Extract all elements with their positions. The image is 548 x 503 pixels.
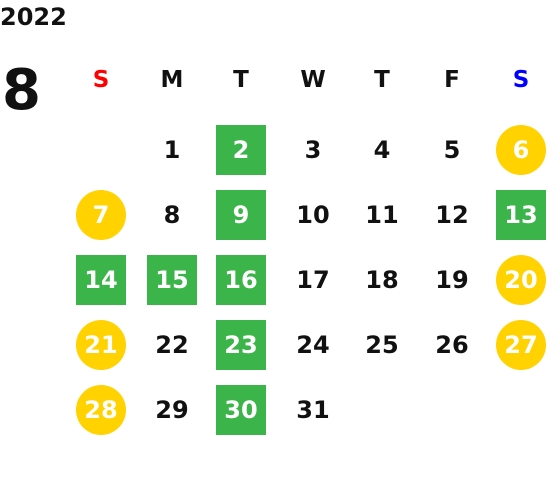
day-4[interactable]: 4 (373, 136, 391, 164)
day-5[interactable]: 5 (443, 136, 461, 164)
weekday-monday: M (160, 67, 184, 93)
day-22[interactable]: 22 (155, 331, 189, 359)
day-31[interactable]: 31 (296, 396, 330, 424)
day-28[interactable]: 28 (76, 385, 126, 435)
day-14[interactable]: 14 (76, 255, 126, 305)
day-27[interactable]: 27 (496, 320, 546, 370)
day-17[interactable]: 17 (296, 266, 330, 294)
day-8[interactable]: 8 (163, 201, 181, 229)
day-19[interactable]: 19 (435, 266, 469, 294)
day-3[interactable]: 3 (304, 136, 322, 164)
day-6[interactable]: 6 (496, 125, 546, 175)
day-10[interactable]: 10 (296, 201, 330, 229)
day-20[interactable]: 20 (496, 255, 546, 305)
weekday-header: S M T W T F S (0, 62, 548, 98)
weekday-sunday: S (92, 67, 110, 93)
day-18[interactable]: 18 (365, 266, 399, 294)
weekday-wednesday: W (300, 67, 326, 93)
weekday-friday: F (444, 67, 460, 93)
day-11[interactable]: 11 (365, 201, 399, 229)
year-label: 2022 (0, 3, 67, 31)
day-13[interactable]: 13 (496, 190, 546, 240)
day-9[interactable]: 9 (216, 190, 266, 240)
day-15[interactable]: 15 (147, 255, 197, 305)
day-25[interactable]: 25 (365, 331, 399, 359)
weekday-tuesday: T (233, 67, 249, 93)
day-7[interactable]: 7 (76, 190, 126, 240)
day-16[interactable]: 16 (216, 255, 266, 305)
day-26[interactable]: 26 (435, 331, 469, 359)
day-23[interactable]: 23 (216, 320, 266, 370)
day-30[interactable]: 30 (216, 385, 266, 435)
day-1[interactable]: 1 (163, 136, 181, 164)
month-number: 8 (2, 58, 41, 123)
day-21[interactable]: 21 (76, 320, 126, 370)
day-2[interactable]: 2 (216, 125, 266, 175)
day-29[interactable]: 29 (155, 396, 189, 424)
weekday-thursday: T (374, 67, 390, 93)
day-24[interactable]: 24 (296, 331, 330, 359)
day-12[interactable]: 12 (435, 201, 469, 229)
weekday-saturday: S (512, 67, 530, 93)
